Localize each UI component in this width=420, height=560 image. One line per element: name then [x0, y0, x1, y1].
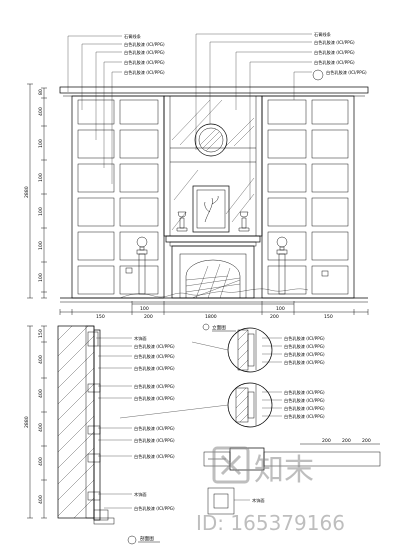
callout-text: 白色乳胶漆 (ICI/PPG) [124, 69, 165, 76]
elevation-leaders-left [67, 35, 122, 184]
callout-text: 白色乳胶漆 (ICI/PPG) [284, 359, 325, 366]
dim-label: 100 [38, 139, 44, 148]
dim-label: 200 [270, 314, 279, 320]
callout-text: 白色乳胶漆 (ICI/PPG) [326, 69, 367, 76]
callout-text: 白色乳胶漆 (ICI/PPG) [314, 49, 355, 56]
fireplace [165, 235, 261, 299]
section-view [57, 325, 132, 521]
dim-label: 150 [96, 314, 105, 320]
callout-text: 白色乳胶漆 (ICI/PPG) [284, 351, 325, 358]
callout-text: 白色乳胶漆 (ICI/PPG) [124, 49, 165, 56]
dim-label: 200 [144, 314, 153, 320]
watermark: 知末 ID: 165379166 [196, 446, 345, 535]
dim-label: 400 [38, 355, 44, 364]
callout-text: 白色乳胶漆 (ICI/PPG) [134, 383, 175, 390]
side-urns [136, 236, 288, 295]
center-mirror [163, 95, 263, 237]
dim-label: 150 [38, 329, 44, 338]
callout-text: 白色乳胶漆 (ICI/PPG) [124, 59, 165, 66]
cornice [59, 86, 369, 94]
detail-bubble-top [191, 327, 273, 373]
callout-text: 白色乳胶漆 (ICI/PPG) [134, 437, 175, 444]
callout-text: 白色乳胶漆 (ICI/PPG) [134, 353, 175, 360]
section-hatch [57, 325, 95, 519]
left-panels [77, 99, 159, 295]
round-medallion [194, 123, 228, 157]
callout-text: 石膏线条 [124, 33, 142, 40]
elevation-leaders-right [195, 33, 312, 200]
dim-label: 200 [342, 438, 351, 444]
dim-label: 1800 [205, 314, 217, 320]
callout-text: 白色乳胶漆 (ICI/PPG) [134, 453, 175, 460]
hearth-rug [119, 288, 309, 299]
section-leaders [96, 337, 132, 509]
callout-text: 白色乳胶漆 (ICI/PPG) [284, 389, 325, 396]
detail-leaders [262, 337, 282, 417]
dim-label: 400 [38, 495, 44, 504]
watermark-id: ID: 165379166 [196, 511, 345, 535]
callout-text: 白色乳胶漆 (ICI/PPG) [134, 425, 175, 432]
right-panel-wall [261, 95, 355, 299]
callout-text: 白色乳胶漆 (ICI/PPG) [134, 343, 175, 350]
dim-label: 100 [38, 207, 44, 216]
section-wall [57, 325, 95, 519]
dim-total: 2880 [24, 186, 30, 198]
dim-label: 150 [324, 314, 333, 320]
dim-label: 400 [38, 107, 44, 116]
detail-bubble-bottom [119, 382, 273, 428]
dim-label: 100 [38, 273, 44, 282]
callout-text: 木饰面 [134, 335, 147, 342]
callout-text: 白色乳胶漆 (ICI/PPG) [134, 505, 175, 512]
callout-text: 白色乳胶漆 (ICI/PPG) [124, 41, 165, 48]
detail-callouts: 白色乳胶漆 (ICI/PPG) 白色乳胶漆 (ICI/PPG) 白色乳胶漆 (I… [284, 335, 325, 420]
dim-label: 400 [38, 389, 44, 398]
callout-text: 石膏线条 [314, 31, 332, 38]
framed-picture [192, 185, 230, 233]
dim-label: 100 [140, 306, 149, 312]
plan-detail: 200 200 200 木饰面 [203, 438, 381, 515]
wall-outlets [125, 267, 329, 277]
detail-marker-top [312, 69, 324, 81]
callout-text: 白色乳胶漆 (ICI/PPG) [314, 39, 355, 46]
dim-total: 2880 [24, 416, 30, 428]
dim-label: 200 [362, 438, 371, 444]
elevation-dimension-chain [27, 83, 47, 299]
callout-text: 木饰面 [252, 497, 265, 504]
dim-label: 100 [38, 173, 44, 182]
elevation-title: 立面图 [202, 323, 236, 332]
view-title: 立面图 [212, 324, 226, 331]
dim-label: 400 [38, 457, 44, 466]
right-panels [267, 99, 349, 295]
watermark-logo [212, 446, 250, 484]
callout-text: 白色乳胶漆 (ICI/PPG) [284, 405, 325, 412]
section-callouts: 木饰面 白色乳胶漆 (ICI/PPG) 白色乳胶漆 (ICI/PPG) 白色乳胶… [134, 335, 175, 512]
dim-label: 400 [38, 423, 44, 432]
callout-text: 白色乳胶漆 (ICI/PPG) [314, 59, 355, 66]
elevation-callouts-right: 石膏线条 白色乳胶漆 (ICI/PPG) 白色乳胶漆 (ICI/PPG) 白色乳… [314, 31, 367, 76]
callout-text: 白色乳胶漆 (ICI/PPG) [284, 413, 325, 420]
section-profiles [87, 331, 109, 521]
bottom-dimension-chain: 150 100 200 1800 200 100 150 [59, 301, 369, 320]
callout-text: 白色乳胶漆 (ICI/PPG) [284, 397, 325, 404]
dim-label: 200 [322, 438, 331, 444]
section-dimension-chain: 150 400 400 400 400 400 2880 [24, 325, 47, 519]
dim-label: 100 [276, 306, 285, 312]
callout-text: 白色乳胶漆 (ICI/PPG) [134, 395, 175, 402]
watermark-brand: 知末 [254, 453, 314, 488]
dim-label: 100 [38, 241, 44, 250]
section-footer: 剖面图 [93, 517, 160, 545]
callout-text: 白色乳胶漆 (ICI/PPG) [134, 365, 175, 372]
callout-text: 木饰面 [134, 491, 147, 498]
mantel-urns [176, 211, 250, 232]
callout-text: 白色乳胶漆 (ICI/PPG) [284, 335, 325, 342]
elevation-view [59, 69, 369, 303]
callout-text: 白色乳胶漆 (ICI/PPG) [284, 343, 325, 350]
view-title: 剖面图 [140, 535, 154, 542]
elevation-dim-labels: 80 400 100 100 100 100 100 2880 [24, 89, 44, 282]
dim-label: 80 [38, 89, 44, 95]
left-panel-wall [71, 95, 165, 299]
elevation-callouts-left: 石膏线条 白色乳胶漆 (ICI/PPG) 白色乳胶漆 (ICI/PPG) 白色乳… [124, 33, 165, 76]
